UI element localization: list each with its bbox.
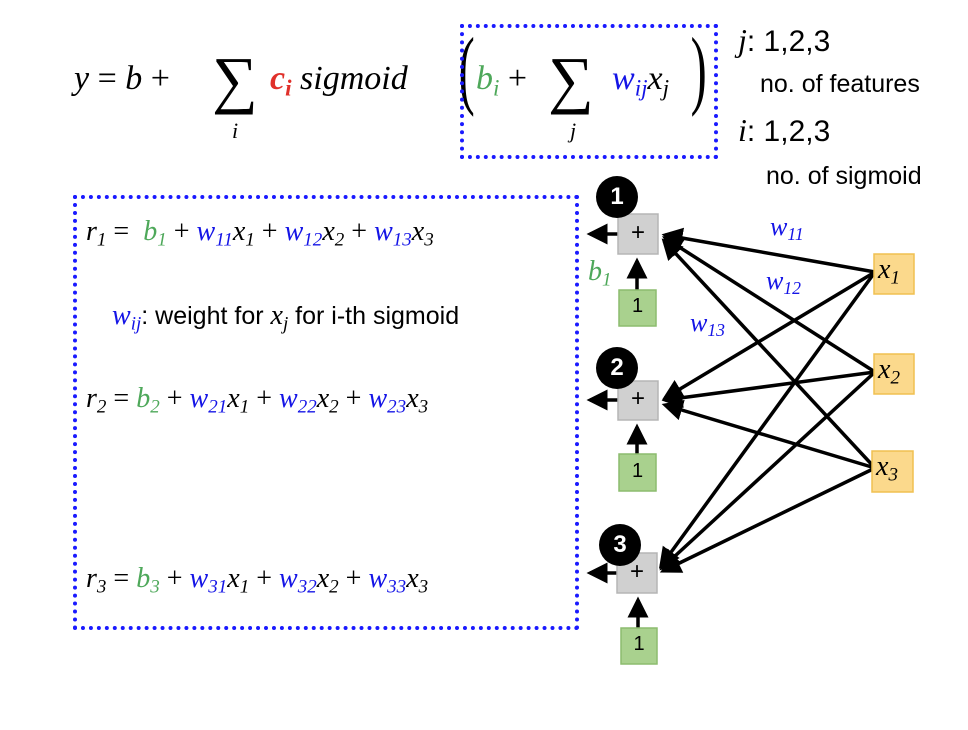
bias-node-2 xyxy=(618,453,657,492)
input-label-x1: x1 xyxy=(878,254,900,289)
inner-formula-box xyxy=(460,24,718,159)
edge-x3-n1 xyxy=(661,238,877,470)
input-label-x2: x2 xyxy=(878,354,900,389)
edge-x2-n1 xyxy=(662,236,876,374)
number-circle-2 xyxy=(596,347,638,389)
formula-bi: bi xyxy=(476,60,500,102)
number-circles xyxy=(596,176,641,566)
weight-edges xyxy=(658,227,877,573)
number-circle-3 xyxy=(599,524,641,566)
weight-note: wij: weight for xj for i-th sigmoid xyxy=(112,300,460,335)
equation-r2: r2 = b2 + w21x1 + w22x2 + w23x3 xyxy=(86,383,429,418)
weight-label-w13: w13 xyxy=(690,308,726,340)
node-number-1: 1 xyxy=(610,183,624,210)
sum-node-1 xyxy=(617,213,659,255)
edge-x2-n2 xyxy=(661,370,876,409)
bias-nodes xyxy=(618,289,658,665)
bias-node-1 xyxy=(618,289,657,327)
node-number-2: 2 xyxy=(610,354,624,381)
equations-box xyxy=(73,195,579,630)
bias-node-3 xyxy=(620,627,658,665)
formula-plus: + xyxy=(150,60,170,97)
sum-op-3: + xyxy=(629,558,644,585)
bias-label-b1: b1 xyxy=(588,256,612,291)
edge-x2-n3 xyxy=(659,370,877,571)
formula-c: ci xyxy=(270,60,292,102)
formula-plus-inner: + xyxy=(507,60,528,97)
node-number-3: 3 xyxy=(613,531,627,558)
equation-r1: r1 = b1 + w11x1 + w12x2 + w13x3 xyxy=(86,216,434,251)
formula-w: wij xyxy=(612,60,648,102)
formula-eq: = xyxy=(97,60,117,97)
bias-input-3: 1 xyxy=(633,633,645,655)
bias-arrows xyxy=(626,257,649,628)
formula-sigmoid: sigmoid xyxy=(300,60,408,97)
sum-outer-icon: ∑ xyxy=(212,44,258,115)
formula-b: b xyxy=(125,60,143,97)
bias-input-1: 1 xyxy=(631,295,644,317)
legend-i-label: i xyxy=(738,112,747,148)
sum-inner-icon: ∑ xyxy=(548,44,594,115)
edge-x1-n2 xyxy=(661,270,876,400)
weight-label-w11: w11 xyxy=(770,212,804,244)
sum-inner-index: j xyxy=(570,118,577,143)
edge-x3-n2 xyxy=(661,399,876,470)
input-label-x3: x3 xyxy=(876,451,898,486)
edge-x1-n3 xyxy=(658,270,877,569)
edge-x1-n1 xyxy=(661,227,876,274)
input-nodes xyxy=(871,253,915,493)
legend-j-desc: no. of features xyxy=(760,70,920,98)
paren-close: ) xyxy=(690,21,707,118)
formula-x: xj xyxy=(647,60,670,102)
sum-op-2: + xyxy=(630,385,645,412)
bias-input-2: 1 xyxy=(631,460,644,482)
output-arrows xyxy=(586,223,618,584)
legend-j-label: j xyxy=(738,22,747,58)
equation-r3: r3 = b3 + w31x1 + w32x2 + w33x3 xyxy=(86,563,429,598)
legend-i-desc: no. of sigmoid xyxy=(766,162,922,190)
input-node-x1 xyxy=(873,253,915,295)
legend-j-values: : 1,2,3 xyxy=(746,25,831,58)
number-circle-1 xyxy=(596,176,638,218)
weight-label-w12: w12 xyxy=(766,266,802,298)
sum-op-1: + xyxy=(630,219,645,246)
legend-i-values: : 1,2,3 xyxy=(746,115,831,148)
edge-x3-n3 xyxy=(659,466,876,573)
input-node-x2 xyxy=(873,353,915,395)
formula-y: y xyxy=(74,60,90,97)
input-node-x3 xyxy=(871,450,914,493)
sum-outer-index: i xyxy=(232,118,239,143)
